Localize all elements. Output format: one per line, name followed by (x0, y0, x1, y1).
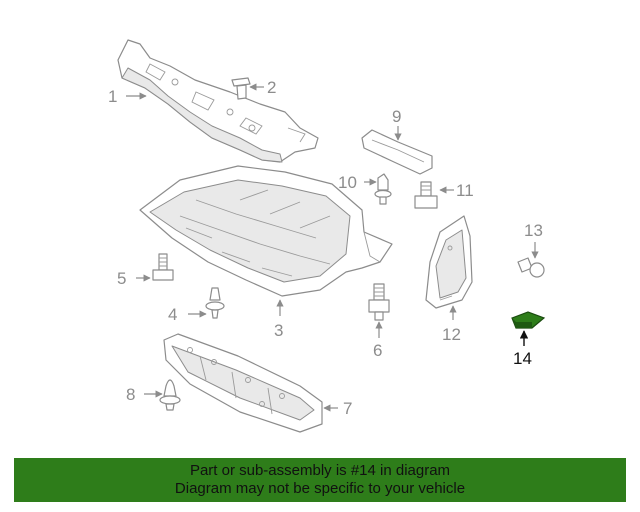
callout-11: 11 (456, 181, 474, 200)
callout-4: 4 (168, 305, 177, 324)
part-3-undercover (139, 165, 393, 297)
part-8-push-clip (159, 379, 181, 411)
callout-7: 7 (343, 399, 352, 418)
part-12-deflector (425, 215, 473, 309)
part-10-push-clip (374, 173, 392, 205)
part-11-bolt (414, 181, 438, 209)
part-9-seal (361, 129, 433, 175)
part-4-push-clip (205, 287, 225, 319)
part-7-lower-cover (163, 333, 323, 433)
callout-8: 8 (126, 385, 135, 404)
callout-12: 12 (442, 325, 461, 344)
banner-line-2: Diagram may not be specific to your vehi… (174, 480, 466, 497)
part-13-grommet (517, 257, 545, 278)
callout-14: 14 (513, 349, 532, 368)
info-banner: Part or sub-assembly is #14 in diagram D… (14, 458, 626, 502)
part-1-upper-cover (117, 39, 319, 163)
callout-6: 6 (373, 341, 382, 360)
callout-13: 13 (524, 221, 543, 240)
callout-5: 5 (117, 269, 126, 288)
banner-line-1: Part or sub-assembly is #14 in diagram (189, 462, 451, 479)
part-5-bolt (152, 253, 174, 281)
part-6-bolt (368, 283, 390, 321)
callout-1: 1 (108, 87, 117, 106)
callout-3: 3 (274, 321, 283, 340)
part-14-highlighted (511, 311, 546, 329)
leader-lines (126, 83, 539, 412)
callout-9: 9 (392, 107, 401, 126)
callout-2: 2 (267, 78, 276, 97)
callout-10: 10 (338, 173, 357, 192)
callouts: 1 2 3 4 5 6 7 8 9 10 11 12 13 14 (108, 78, 543, 418)
